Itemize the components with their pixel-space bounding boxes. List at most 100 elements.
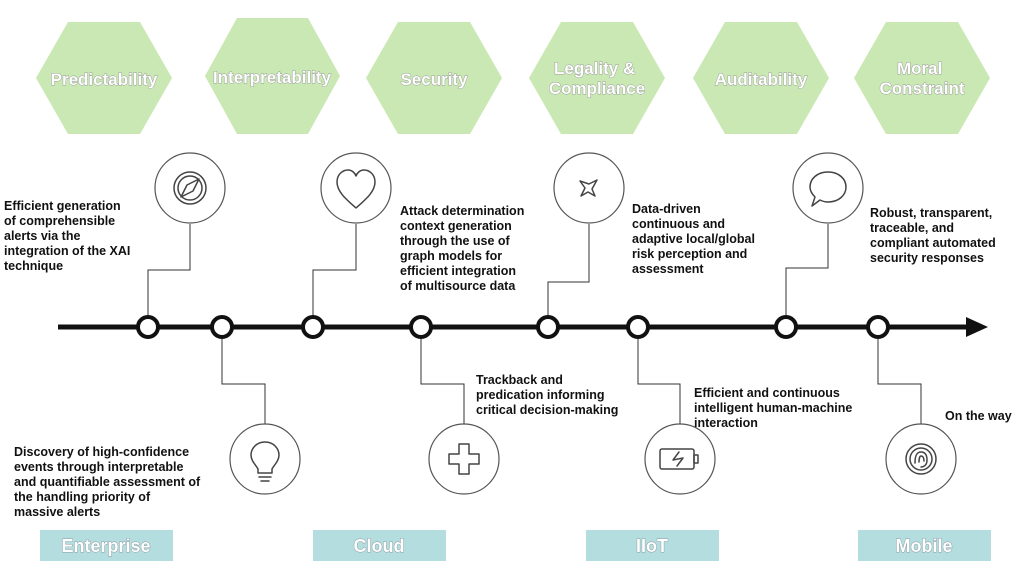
description-line: technique — [4, 259, 63, 273]
description-line: Robust, transparent, — [870, 206, 992, 220]
description-line: compliant automated — [870, 236, 996, 250]
connector-line — [312, 224, 357, 326]
connector-line — [147, 224, 191, 326]
description-line: Data-driven — [632, 202, 701, 216]
hexagon-label-line: Legality & — [554, 59, 635, 78]
category-label: Mobile — [896, 536, 953, 556]
description-line: Discovery of high-confidence — [14, 445, 189, 459]
description-line: risk perception and — [632, 247, 747, 261]
category-label: Cloud — [354, 536, 405, 556]
battery-icon — [644, 423, 716, 495]
hexagon-interpretability: Interpretability — [205, 18, 340, 134]
description-line: alerts via the — [4, 229, 80, 243]
compass-icon — [154, 152, 226, 224]
heart-icon — [320, 152, 392, 224]
description-line: the handling priority of — [14, 490, 151, 504]
hexagon-label: Predictability — [51, 70, 158, 89]
speech-bubble-icon — [792, 152, 864, 224]
hexagon-label-line: Moral — [897, 59, 942, 78]
description-line: Trackback and — [476, 373, 563, 387]
category-iiot: IIoT — [586, 530, 719, 561]
connector-line — [637, 326, 681, 424]
description-trackback: Trackback and predication informing crit… — [476, 373, 618, 417]
description-line: graph models for — [400, 249, 502, 263]
hexagon-shape — [205, 18, 340, 134]
description-line: events through interpretable — [14, 460, 184, 474]
plus-icon — [428, 423, 500, 495]
timeline-node — [409, 315, 433, 339]
hexagon-label-line: Interpretability — [213, 68, 332, 87]
hexagon-label-line: Constraint — [880, 79, 965, 98]
timeline-node — [136, 315, 160, 339]
description-line: traceable, and — [870, 221, 954, 235]
description-line: and quantifiable assessment of — [14, 475, 201, 489]
hexagon-auditability: Auditability — [693, 22, 829, 134]
connector-line — [420, 326, 465, 424]
description-line: adaptive local/global — [632, 232, 755, 246]
category-band — [313, 530, 446, 561]
connector-line — [547, 224, 590, 326]
description-line: continuous and — [632, 217, 725, 231]
description-line: security responses — [870, 251, 984, 265]
timeline-node — [626, 315, 650, 339]
hexagon-security: Security — [366, 22, 502, 134]
fingerprint-icon — [885, 423, 957, 495]
connector-line — [877, 326, 922, 424]
hexagon-label-line: Compliance — [549, 79, 645, 98]
connector-lines — [147, 224, 922, 424]
timeline — [58, 315, 988, 339]
description-line: assessment — [632, 262, 704, 276]
description-line: interaction — [694, 416, 758, 430]
star-icon — [553, 152, 625, 224]
hexagon-predictability: Predictability — [36, 22, 172, 134]
category-enterprise: Enterprise — [40, 530, 173, 561]
category-band — [858, 530, 991, 561]
timeline-arrowhead — [966, 317, 988, 337]
category-band — [586, 530, 719, 561]
description-line: of multisource data — [400, 279, 516, 293]
lightbulb-icon — [229, 423, 301, 495]
category-mobile: Mobile — [858, 530, 991, 561]
description-line: predication informing — [476, 388, 604, 402]
timeline-node — [774, 315, 798, 339]
hexagon-label-line: Security — [400, 70, 468, 89]
description-attack-context: Attack determination context generation … — [400, 204, 528, 293]
description-line: intelligent human-machine — [694, 401, 852, 415]
hexagon-legality-compliance: Legality & Compliance — [529, 22, 665, 134]
hexagon-row: Predictability Interpretability Security… — [36, 18, 990, 134]
connector-line — [785, 224, 829, 326]
hexagon-moral-constraint: Moral Constraint — [854, 22, 990, 134]
hexagon-label-line: Predictability — [51, 70, 158, 89]
hexagon-shape — [854, 22, 990, 134]
description-line: of comprehensible — [4, 214, 115, 228]
description-risk-perception: Data-driven continuous and adaptive loca… — [632, 202, 758, 276]
category-label: IIoT — [636, 536, 668, 556]
hexagon-label-line: Auditability — [715, 70, 808, 89]
category-cloud: Cloud — [313, 530, 446, 561]
timeline-node — [210, 315, 234, 339]
description-on-the-way: On the way — [945, 409, 1012, 423]
hexagon-label: Moral Constraint — [880, 59, 965, 98]
description-line: Efficient and continuous — [694, 386, 840, 400]
description-line: On the way — [945, 409, 1012, 423]
hexagon-label: Interpretability — [213, 68, 332, 87]
description-line: efficient integration — [400, 264, 516, 278]
timeline-node — [301, 315, 325, 339]
description-line: critical decision-making — [476, 403, 618, 417]
hexagon-label: Legality & Compliance — [549, 59, 645, 98]
description-security-responses: Robust, transparent, traceable, and comp… — [870, 206, 999, 265]
hexagon-label: Security — [400, 70, 468, 89]
hexagon-label: Auditability — [715, 70, 808, 89]
description-xai-alerts: Efficient generation of comprehensible a… — [4, 199, 134, 273]
description-line: integration of the XAI — [4, 244, 130, 258]
description-line: Attack determination — [400, 204, 524, 218]
description-line: massive alerts — [14, 505, 100, 519]
description-line: Efficient generation — [4, 199, 121, 213]
description-line: through the use of — [400, 234, 511, 248]
hexagon-shape — [693, 22, 829, 134]
timeline-node — [866, 315, 890, 339]
category-label: Enterprise — [61, 536, 150, 556]
hexagon-shape — [529, 22, 665, 134]
category-band — [40, 530, 173, 561]
